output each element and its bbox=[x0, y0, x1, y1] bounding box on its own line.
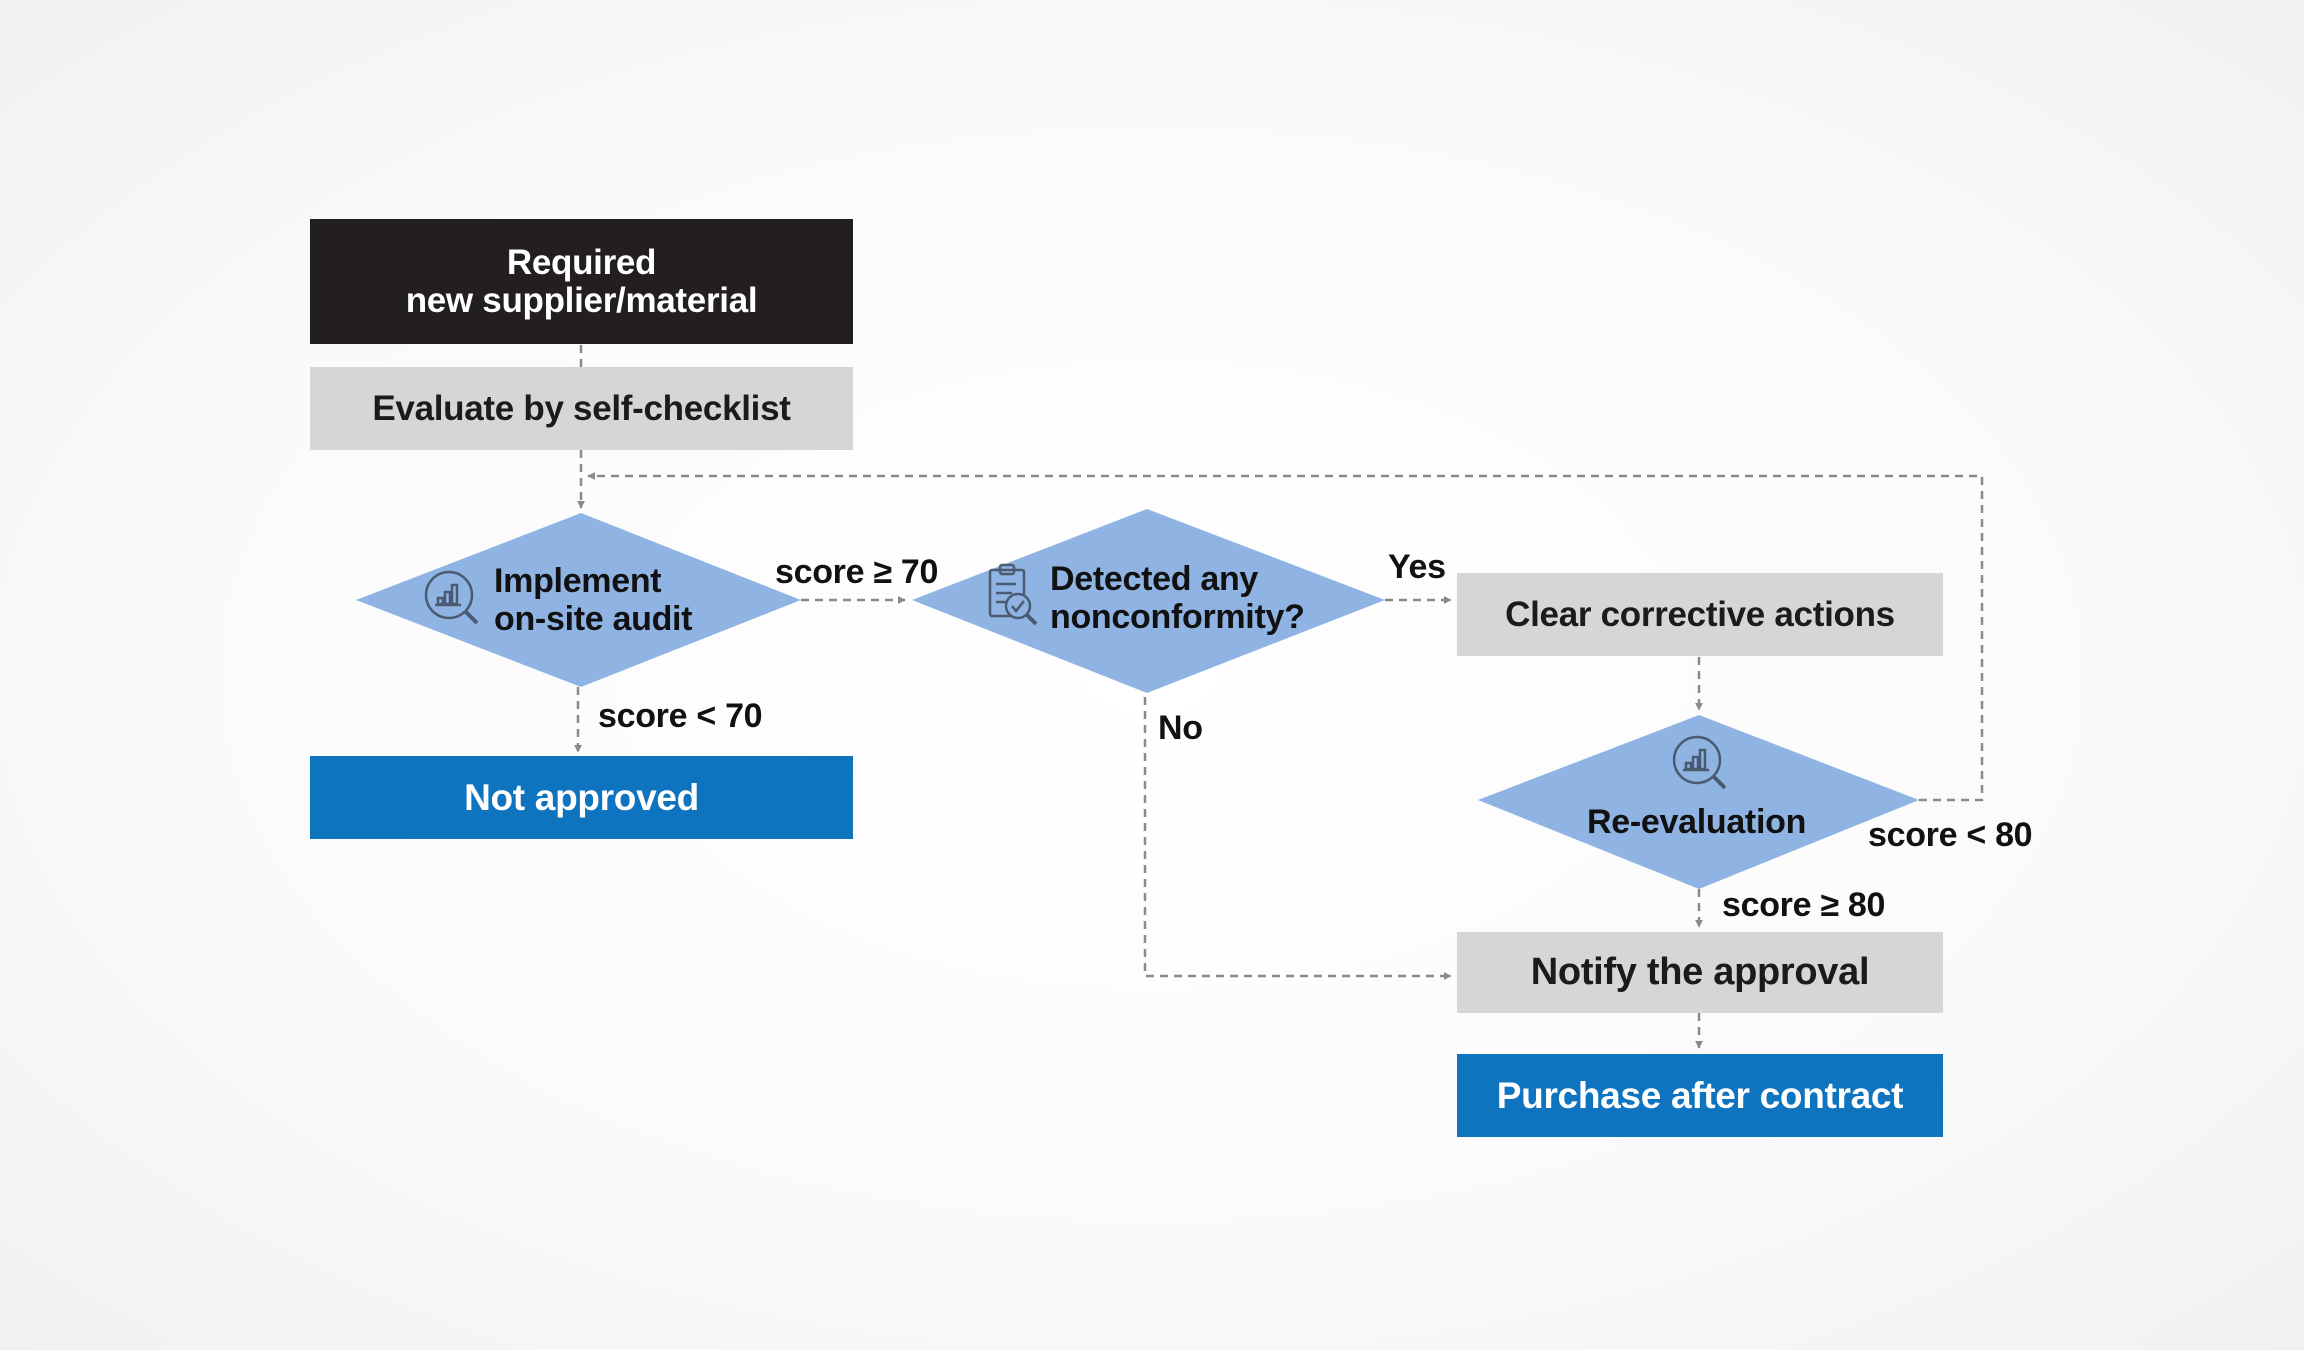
decision-audit-line1: Implement bbox=[494, 562, 662, 600]
edge-label-score-lt-70: score < 70 bbox=[598, 697, 763, 735]
edge-nonconformity-no bbox=[1143, 697, 1452, 980]
chart-magnifier-icon bbox=[1672, 735, 1727, 790]
not-approved-node: Not approved bbox=[310, 756, 853, 839]
decision-audit-shape bbox=[356, 513, 801, 687]
notify-approval-label: Notify the approval bbox=[1530, 951, 1870, 993]
self-checklist-label: Evaluate by self-checklist bbox=[372, 388, 791, 428]
edge-label-score-ge-80: score ≥ 80 bbox=[1722, 886, 1886, 924]
edge-label-yes: Yes bbox=[1388, 548, 1446, 586]
decision-audit-line2: on-site audit bbox=[494, 600, 693, 638]
not-approved-label: Not approved bbox=[464, 776, 699, 818]
edge-label-score-lt-80: score < 80 bbox=[1868, 816, 2033, 854]
chart-magnifier-icon bbox=[424, 570, 479, 625]
decision-nonconformity-line2: nonconformity? bbox=[1050, 598, 1305, 636]
edge-label-score-ge-70: score ≥ 70 bbox=[775, 553, 939, 591]
edge-label-no: No bbox=[1158, 709, 1203, 747]
start-node: Required new supplier/material bbox=[310, 219, 853, 344]
corrective-actions-label: Clear corrective actions bbox=[1505, 594, 1895, 634]
purchase-after-contract-label: Purchase after contract bbox=[1496, 1074, 1904, 1116]
start-node-line2: new supplier/material bbox=[405, 280, 758, 320]
decision-reevaluation-label: Re-evaluation bbox=[1587, 803, 1806, 841]
corrective-actions-node: Clear corrective actions bbox=[1457, 573, 1943, 656]
notify-approval-node: Notify the approval bbox=[1457, 932, 1943, 1013]
clipboard-check-magnifier-icon bbox=[988, 563, 1038, 626]
self-checklist-node: Evaluate by self-checklist bbox=[310, 367, 853, 450]
decision-nonconformity-line1: Detected any bbox=[1050, 560, 1259, 598]
decision-nonconformity-shape bbox=[912, 509, 1385, 693]
decision-reevaluation-text: Re-evaluation bbox=[1587, 803, 1807, 841]
decision-reevaluation-shape bbox=[1478, 715, 1919, 889]
decision-nonconformity-label: Detected any nonconformity? bbox=[1050, 560, 1305, 636]
edge-reevaluation-loop-back bbox=[587, 472, 1984, 802]
decision-audit-label: Implement on-site audit bbox=[494, 562, 693, 638]
purchase-after-contract-node: Purchase after contract bbox=[1457, 1054, 1943, 1137]
start-node-line1: Required bbox=[506, 242, 657, 282]
